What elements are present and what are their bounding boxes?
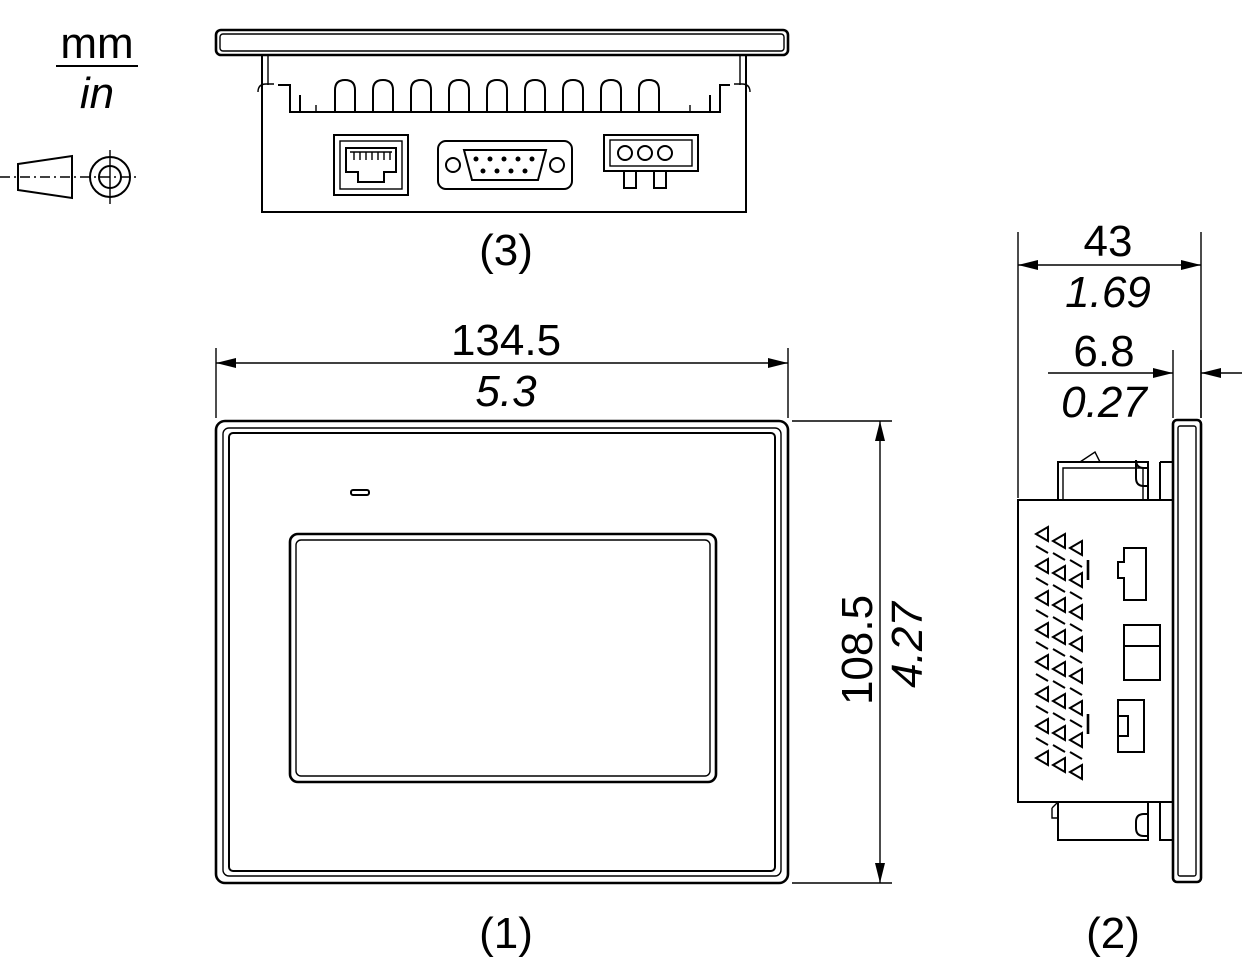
width-dimension: 134.5 5.3 <box>215 316 789 418</box>
units-secondary: in <box>80 69 114 118</box>
width-mm: 134.5 <box>451 316 561 365</box>
height-in: 4.27 <box>883 601 932 688</box>
first-angle-projection-icon <box>0 150 140 204</box>
ethernet-port-icon <box>333 134 409 196</box>
front-view-label: (1) <box>479 909 533 958</box>
depth-in: 1.69 <box>1065 268 1151 317</box>
bezel-in: 0.27 <box>1061 378 1148 427</box>
front-view: (1) <box>214 419 790 958</box>
bezel-dimension: 6.8 0.27 <box>1048 327 1242 427</box>
vent-fins <box>315 78 691 112</box>
height-dimension: 108.5 4.27 <box>792 420 932 884</box>
status-led-icon <box>350 489 370 496</box>
power-terminal-icon <box>603 134 699 189</box>
side-vents <box>1034 525 1090 781</box>
bezel-mm: 6.8 <box>1073 327 1134 376</box>
serial-port-icon <box>437 140 573 190</box>
units-primary: mm <box>60 19 133 68</box>
touch-screen <box>288 532 718 784</box>
side-port-openings <box>1117 547 1161 753</box>
units-legend: mm in <box>56 19 138 118</box>
depth-mm: 43 <box>1084 217 1133 266</box>
top-view: (3) <box>214 28 790 275</box>
side-view: (2) <box>1017 418 1203 958</box>
side-view-label: (2) <box>1086 909 1140 958</box>
depth-dimension: 43 1.69 <box>1017 217 1202 498</box>
top-view-label: (3) <box>479 226 533 275</box>
width-in: 5.3 <box>475 367 537 416</box>
height-mm: 108.5 <box>833 595 882 705</box>
